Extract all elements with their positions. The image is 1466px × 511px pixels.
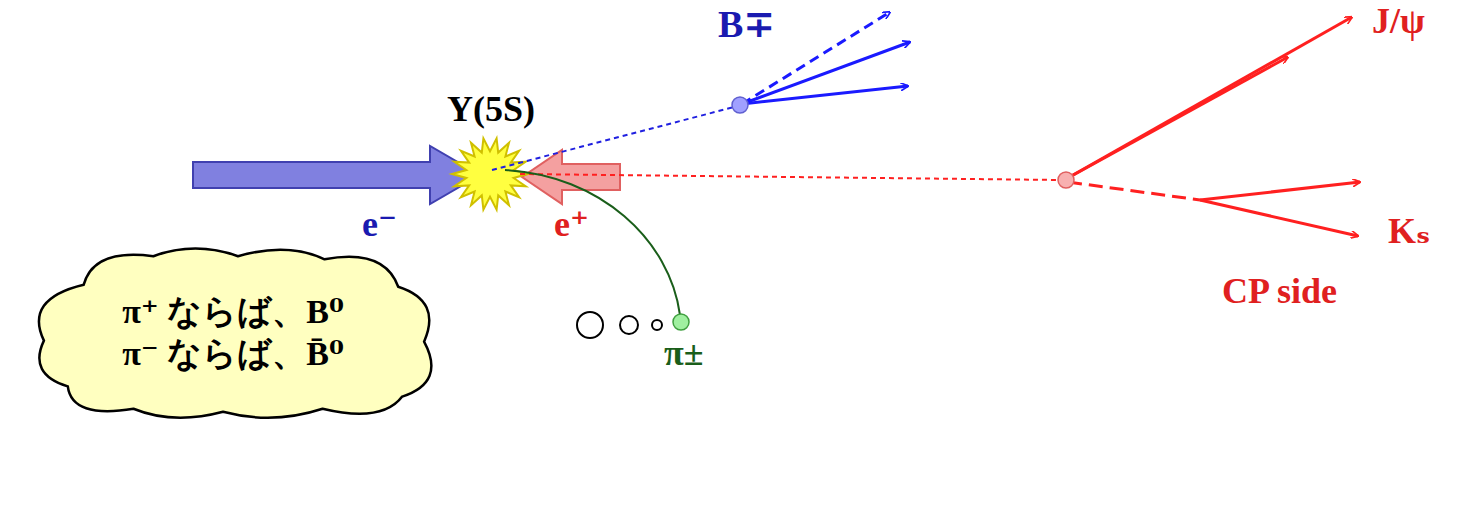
bubble-text: π⁻ ならば、B̄⁰ <box>122 333 344 376</box>
b-vertex <box>732 97 748 113</box>
ks-track <box>1200 182 1360 200</box>
b-decay-track <box>742 42 910 104</box>
ks-track <box>1200 200 1358 236</box>
side-label: CP side <box>1222 272 1337 312</box>
pion <box>673 314 689 330</box>
bubble-text: π⁺ ならば、B⁰ <box>122 291 344 334</box>
electron-beam <box>193 146 480 204</box>
resonance-label: Y(5S) <box>447 90 535 130</box>
cp-vertex <box>1058 172 1074 188</box>
thought-dot <box>652 320 662 330</box>
beam-label: e⁺ <box>554 205 589 245</box>
ks-flight-line <box>1068 182 1200 200</box>
b-decay-track <box>742 86 908 104</box>
thought-dot <box>577 312 603 338</box>
collision-burst <box>452 138 528 209</box>
thought-bubble: π⁺ ならば、B⁰π⁻ ならば、B̄⁰ <box>24 244 442 422</box>
particle-label: B∓ <box>718 4 775 46</box>
pion-track <box>505 170 680 315</box>
particle-label: J/ψ <box>1372 2 1425 42</box>
particle-label: π± <box>664 334 703 374</box>
particle-label: Kₛ <box>1388 212 1430 252</box>
beam-label: e⁻ <box>362 205 397 245</box>
jpsi-track <box>1066 17 1352 179</box>
cloud-outline <box>24 244 442 422</box>
thought-dot <box>620 316 638 334</box>
cp-flight-line <box>520 174 1062 180</box>
